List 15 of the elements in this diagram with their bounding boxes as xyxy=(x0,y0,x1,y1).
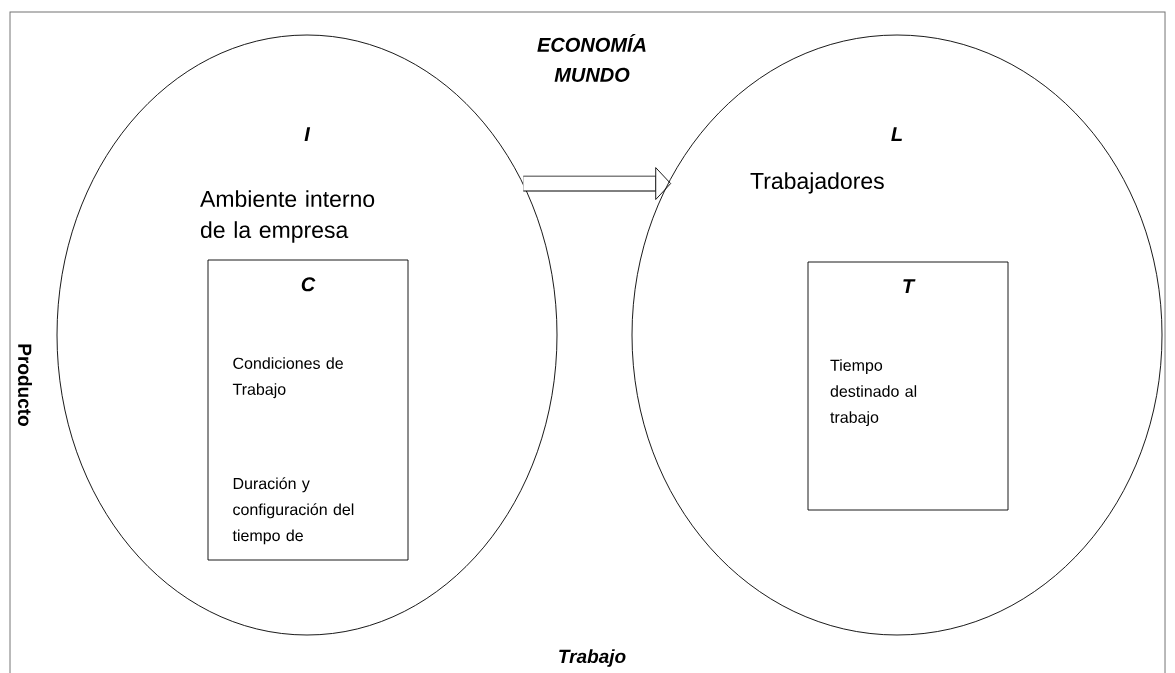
label-text: ECONOMÍA MUNDO xyxy=(537,34,646,82)
label-text: Trabajo xyxy=(559,649,626,667)
node-letter: T xyxy=(903,279,916,293)
node-text: Trabajadores xyxy=(750,172,884,194)
label-text: Producto xyxy=(18,344,32,426)
node-text: Ambiente interno de la empresa xyxy=(200,190,375,243)
node-text: Tiempo destinado al trabajo xyxy=(830,359,917,427)
block-arrow xyxy=(523,167,672,200)
box xyxy=(207,259,409,561)
node-letter: L xyxy=(891,127,902,141)
node-letter: I xyxy=(304,127,311,141)
node-text: Duración y configuración del tiempo de xyxy=(232,477,354,545)
node-letter: C xyxy=(301,277,316,292)
node-text: Condiciones de Trabajo xyxy=(232,357,343,399)
box xyxy=(807,261,1009,511)
